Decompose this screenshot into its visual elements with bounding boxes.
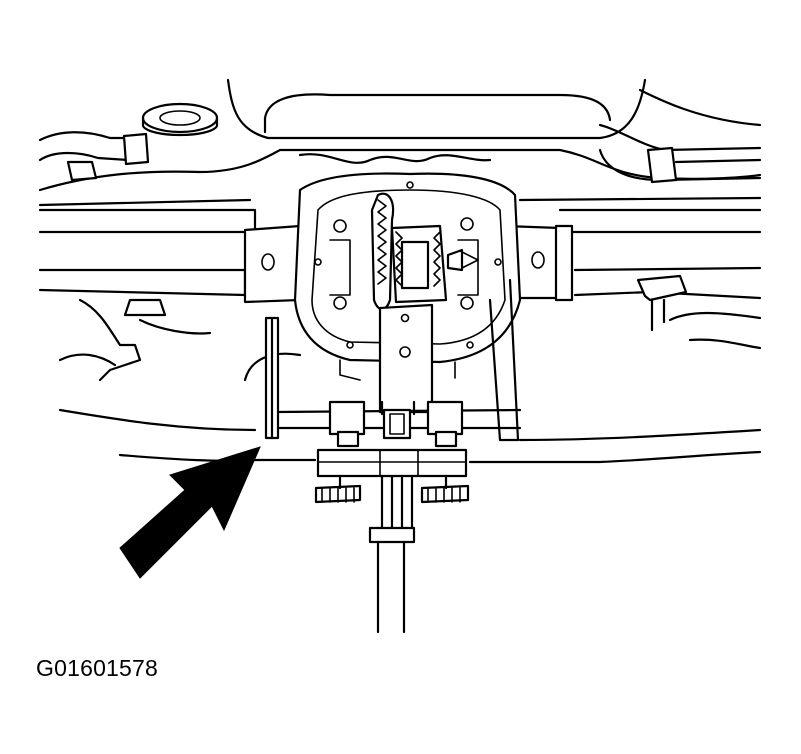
left-frame-rail xyxy=(38,208,257,382)
exhaust-pipe xyxy=(38,131,150,182)
figure-code: G01601578 xyxy=(36,655,159,681)
indicator-arrow xyxy=(119,446,261,579)
floor-lines xyxy=(58,352,762,464)
holding-fixture xyxy=(378,278,520,442)
ring-gear xyxy=(370,192,479,311)
pinion-shim-plate xyxy=(264,316,280,440)
body-bushing xyxy=(141,102,219,137)
vehicle-frame xyxy=(38,78,762,207)
right-frame-rail xyxy=(558,146,762,350)
pinion-depth-gauge xyxy=(274,400,522,634)
